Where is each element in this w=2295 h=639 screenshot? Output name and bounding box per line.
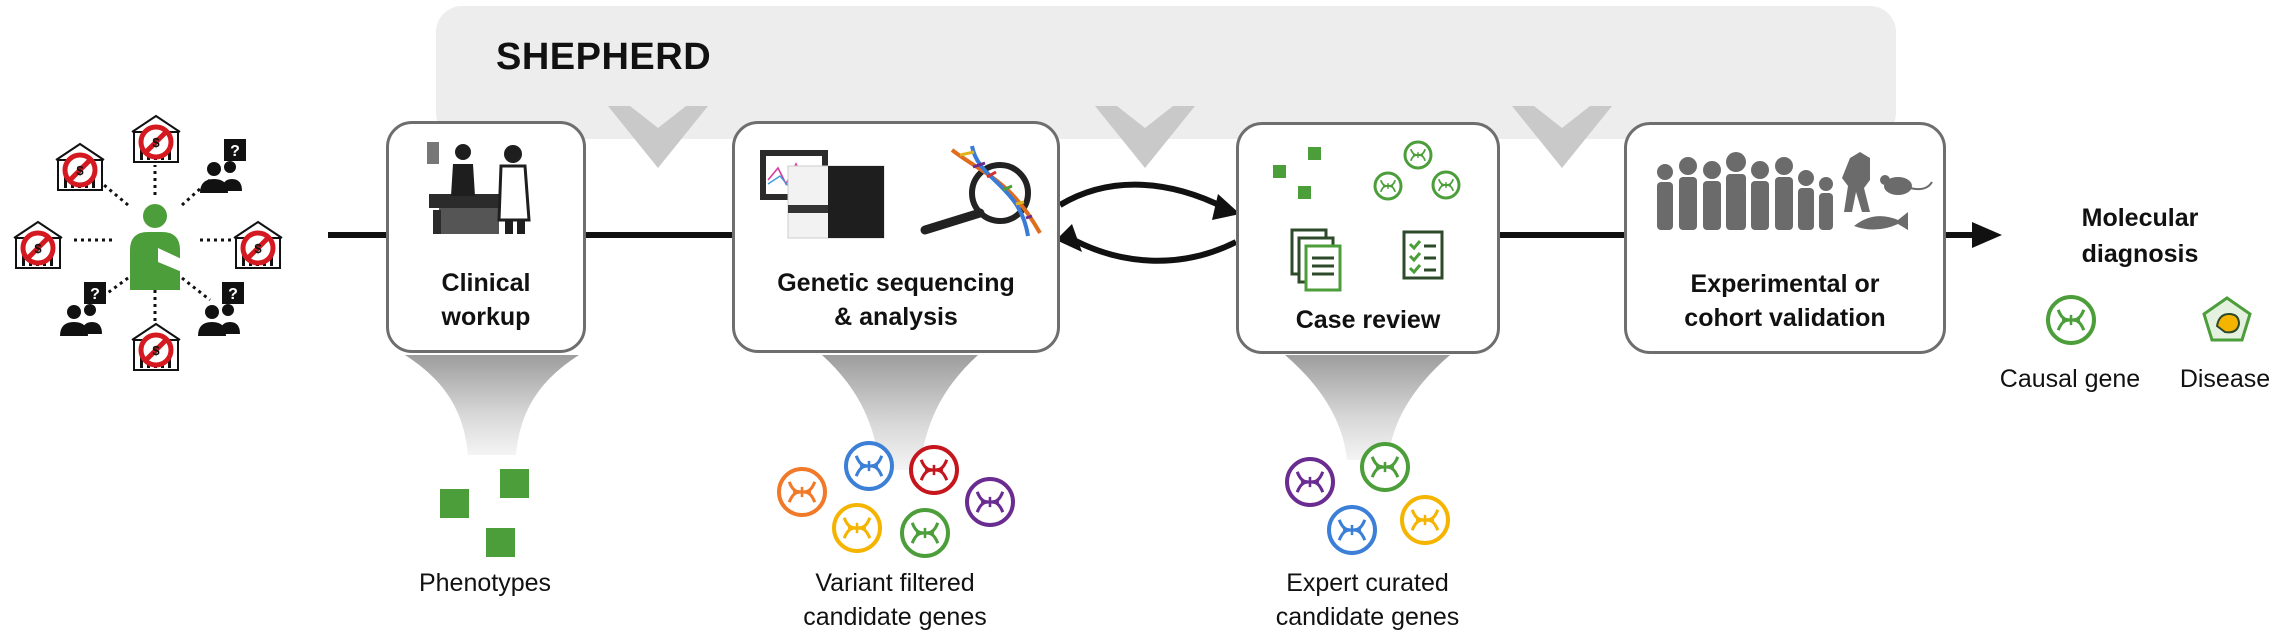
stage-label-line1: Clinical <box>441 269 531 297</box>
stage-clinical-workup: Clinical workup <box>386 121 586 353</box>
caption-line1: Expert curated <box>1286 569 1449 597</box>
caption-line1: Variant filtered <box>815 569 975 597</box>
feedback-loop <box>1058 181 1238 264</box>
banner-arrows <box>608 106 1612 168</box>
pipeline-end-arrowhead <box>1972 222 2002 248</box>
caption-line1: Phenotypes <box>418 569 552 597</box>
caption-line2: candidate genes <box>1275 603 1460 631</box>
stage-genetic-sequencing: Genetic sequencing & analysis <box>732 121 1060 353</box>
disease-brain-icon <box>2202 296 2252 342</box>
diagnosis-title: Molecular diagnosis <box>2040 200 2240 272</box>
caption-curated-genes: Expert curated candidate genes <box>1235 566 1500 634</box>
banner-arrow-2 <box>1095 106 1195 168</box>
banner-arrow-1 <box>608 106 708 168</box>
phenotype-squares <box>440 469 529 557</box>
funnel-case-review <box>1285 355 1450 460</box>
caption-phenotypes: Phenotypes <box>385 566 585 600</box>
caption-line2: candidate genes <box>803 603 987 631</box>
diagnosis-title-line1: Molecular <box>2081 204 2199 232</box>
stage-label-line2: workup <box>441 303 531 331</box>
feedback-arrowhead-left <box>1056 224 1082 252</box>
funnel-clinical <box>405 355 579 455</box>
stage-label-line1: Experimental or <box>1690 270 1880 298</box>
caption-variant-genes: Variant filtered candidate genes <box>760 566 1030 634</box>
stage-label-line1: Case review <box>1295 306 1441 334</box>
stage-case-review: Case review <box>1236 122 1500 354</box>
banner-arrow-3 <box>1512 106 1612 168</box>
patient-network <box>72 165 238 322</box>
stage-label-line2: cohort validation <box>1684 304 1886 332</box>
doctor-exam-icon <box>427 142 531 234</box>
shepherd-title: SHEPHERD <box>496 36 712 78</box>
feedback-arrowhead-right <box>1212 194 1240 220</box>
patient-icon <box>130 204 188 290</box>
stage-experimental-validation: Experimental or cohort validation <box>1624 122 1946 354</box>
stage-label-line1: Genetic sequencing <box>777 269 1015 297</box>
caption-disease: Disease <box>2179 365 2271 393</box>
stage-label-line2: & analysis <box>834 303 958 331</box>
diagnosis-title-line2: diagnosis <box>2081 240 2199 268</box>
funnel-sequencing <box>822 355 978 470</box>
caption-causal-gene: Causal gene <box>1999 365 2141 393</box>
